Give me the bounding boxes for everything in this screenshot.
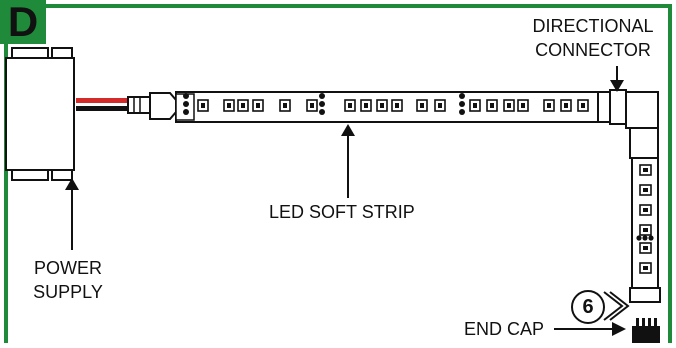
led-diode: [306, 99, 318, 112]
led-diode: [469, 99, 481, 112]
power-supply: [5, 47, 75, 181]
led-diode: [416, 99, 428, 112]
arrow-right-icon: [554, 322, 626, 336]
led-diode: [344, 99, 356, 112]
directional-connector: [597, 89, 659, 129]
panel-letter: D: [0, 0, 46, 44]
power-supply-label-line1: POWER: [33, 258, 102, 278]
power-cable: [76, 98, 132, 111]
led-diode: [223, 99, 235, 112]
directional-connector-label-line1: DIRECTIONAL: [532, 16, 654, 36]
led-diode: [577, 99, 589, 112]
cut-point: [636, 235, 654, 241]
directional-connector-label: DIRECTIONAL CONNECTOR: [518, 14, 668, 62]
step-badge: 6: [571, 290, 605, 324]
led-diode: [197, 99, 209, 112]
led-diode: [560, 99, 572, 112]
led-soft-strip-vertical: [629, 157, 661, 303]
led-diode: [237, 99, 249, 112]
led-diode: [639, 242, 652, 254]
directional-connector-label-line2: CONNECTOR: [535, 40, 651, 60]
chevron-right-icon: [603, 291, 630, 321]
cut-point: [319, 93, 325, 115]
led-diode: [252, 99, 264, 112]
led-diode: [503, 99, 515, 112]
power-supply-label-line2: SUPPLY: [33, 282, 103, 302]
led-diode: [486, 99, 498, 112]
led-diode: [639, 262, 652, 274]
led-diode: [639, 184, 652, 196]
cut-point: [459, 93, 465, 115]
led-diode: [517, 99, 529, 112]
arrow-up-icon: [65, 178, 79, 250]
led-diode: [639, 224, 652, 236]
led-diode: [434, 99, 446, 112]
cut-point: [183, 93, 189, 115]
arrow-up-icon: [341, 124, 355, 198]
led-diode: [376, 99, 388, 112]
led-soft-strip-label: LED SOFT STRIP: [269, 202, 415, 222]
inline-plug: [127, 92, 177, 120]
led-diode: [279, 99, 291, 112]
led-soft-strip: [175, 91, 607, 123]
led-diode: [543, 99, 555, 112]
led-diode: [639, 164, 652, 176]
power-supply-label: POWER SUPPLY: [18, 256, 118, 304]
end-cap-label: END CAP: [464, 319, 545, 339]
led-diode: [391, 99, 403, 112]
end-cap: [632, 318, 660, 343]
arrow-down-icon: [610, 66, 624, 92]
led-diode: [639, 204, 652, 216]
led-diode: [360, 99, 372, 112]
strip-corner-connector: [629, 127, 659, 159]
